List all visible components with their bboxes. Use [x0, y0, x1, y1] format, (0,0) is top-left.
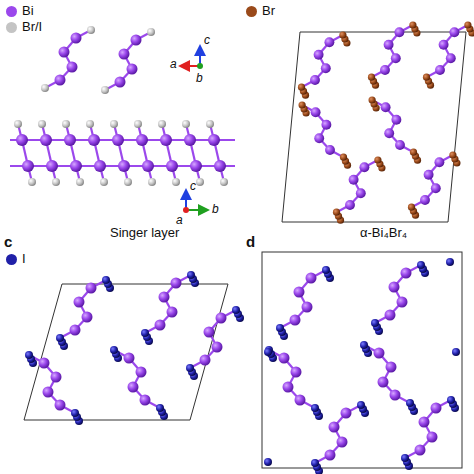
axis-triad [183, 190, 208, 213]
axis-triad [180, 46, 203, 69]
legend-text: Bi [22, 4, 34, 18]
panel-letter: d [246, 234, 255, 251]
legend-swatch [6, 6, 17, 17]
legend-text: I [22, 252, 26, 266]
layer-caption: Singer layer [110, 226, 179, 240]
legend-swatch [6, 254, 17, 265]
axis-label: b [196, 72, 203, 85]
legend-swatch [6, 22, 17, 33]
legend-swatch [246, 6, 257, 17]
legend-text: Br [262, 4, 275, 18]
axis-label: b [212, 203, 219, 216]
axis-label: a [170, 58, 177, 71]
structure-caption: α-Bi₄Br₄ [360, 226, 407, 240]
axis-label: c [204, 34, 210, 47]
legend-text: Br/I [22, 20, 42, 34]
panel-letter: c [4, 234, 12, 251]
axis-label: c [190, 180, 196, 193]
